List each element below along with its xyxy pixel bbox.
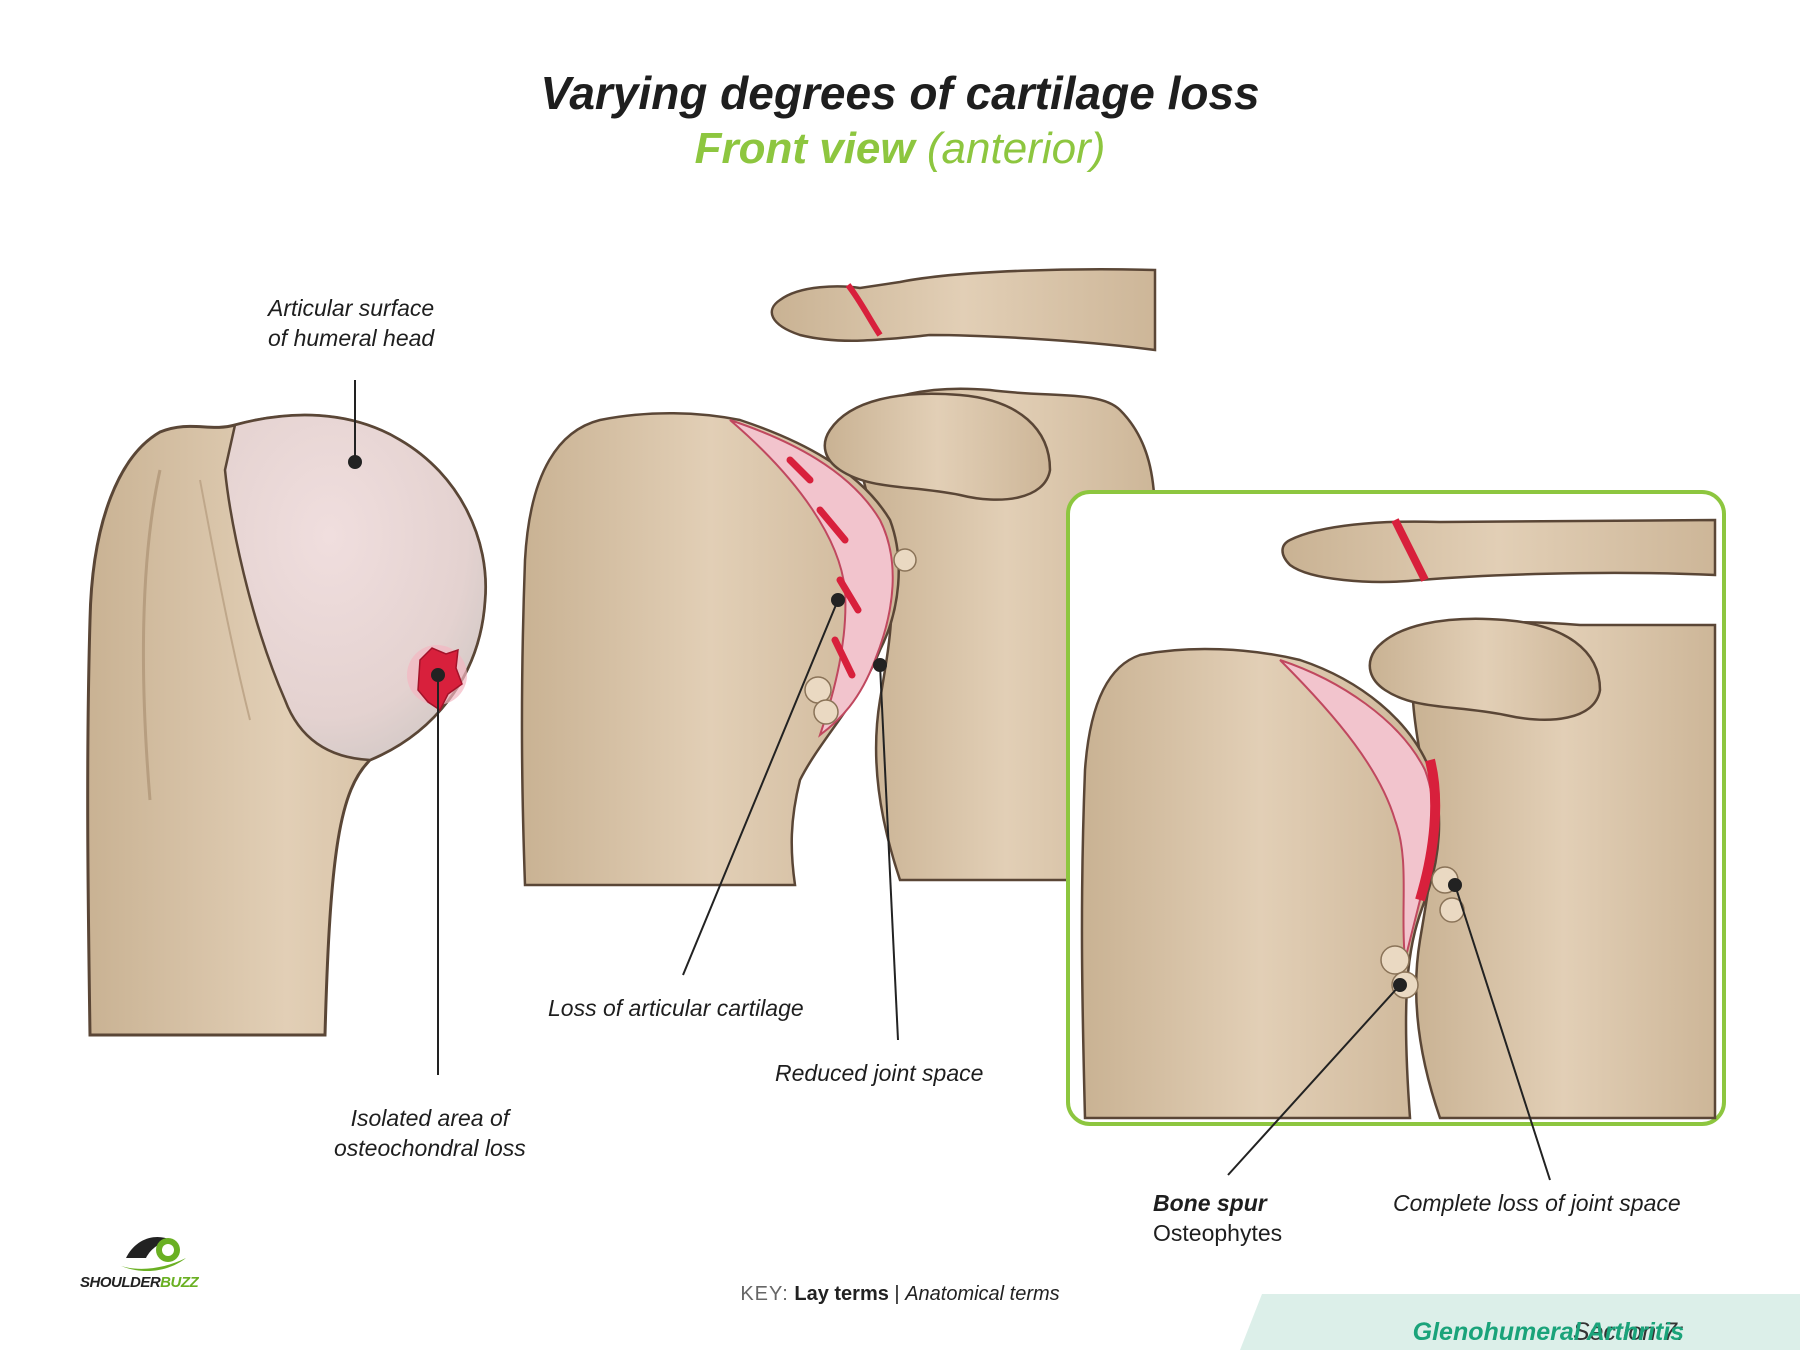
key-separator: | [894, 1283, 900, 1305]
label-isolated-area-line2: osteochondral loss [334, 1135, 526, 1161]
logo-text-part2: BUZZ [160, 1274, 199, 1291]
humerus-isolated [86, 413, 488, 1037]
page-title: Varying degrees of cartilage loss [540, 67, 1260, 119]
logo-text-part1: SHOULDER [80, 1274, 161, 1291]
subtitle-detail: (anterior) [926, 124, 1106, 173]
label-bone-spur-lay: Bone spur [1153, 1190, 1267, 1216]
key-legend: KEY: Lay terms | Anatomical terms [0, 1283, 1800, 1306]
section-name: Glenohumeral Arthritis [1412, 1318, 1684, 1346]
key-anatomical-terms: Anatomical terms [905, 1283, 1060, 1305]
key-lay-terms: Lay terms [794, 1283, 889, 1305]
logo-text: SHOULDERBUZZ [80, 1274, 199, 1291]
shoulderbuzz-logo: SHOULDERBUZZ [80, 1228, 220, 1298]
label-complete-loss: Complete loss of joint space [1393, 1190, 1681, 1216]
label-articular-surface-line1: Articular surface [268, 295, 435, 321]
subtitle-view: Front view [694, 124, 915, 173]
joint-severe [1080, 518, 1717, 1120]
section-banner: Section 7: Glenohumeral Arthritis [1240, 1294, 1800, 1350]
label-articular-surface-line2: of humeral head [268, 325, 435, 351]
section-number: Section 7: [1572, 1318, 1684, 1346]
label-isolated-area-line1: Isolated area of [350, 1105, 510, 1131]
label-articular-surface: Articular surface of humeral head [268, 293, 434, 353]
page-subtitle: Front view (anterior) [0, 124, 1800, 174]
label-osteophytes: Osteophytes [1153, 1220, 1283, 1246]
leader-lines [348, 380, 1551, 1181]
label-reduced-joint-space: Reduced joint space [775, 1060, 984, 1086]
key-prefix: KEY: [740, 1283, 789, 1305]
label-bone-spur: Bone spur Osteophytes [1153, 1188, 1282, 1248]
joint-moderate [520, 268, 1157, 887]
shoulderbuzz-logo-icon [121, 1237, 186, 1272]
label-isolated-area: Isolated area of osteochondral loss [334, 1103, 526, 1163]
label-loss-of-cartilage: Loss of articular cartilage [548, 995, 804, 1021]
